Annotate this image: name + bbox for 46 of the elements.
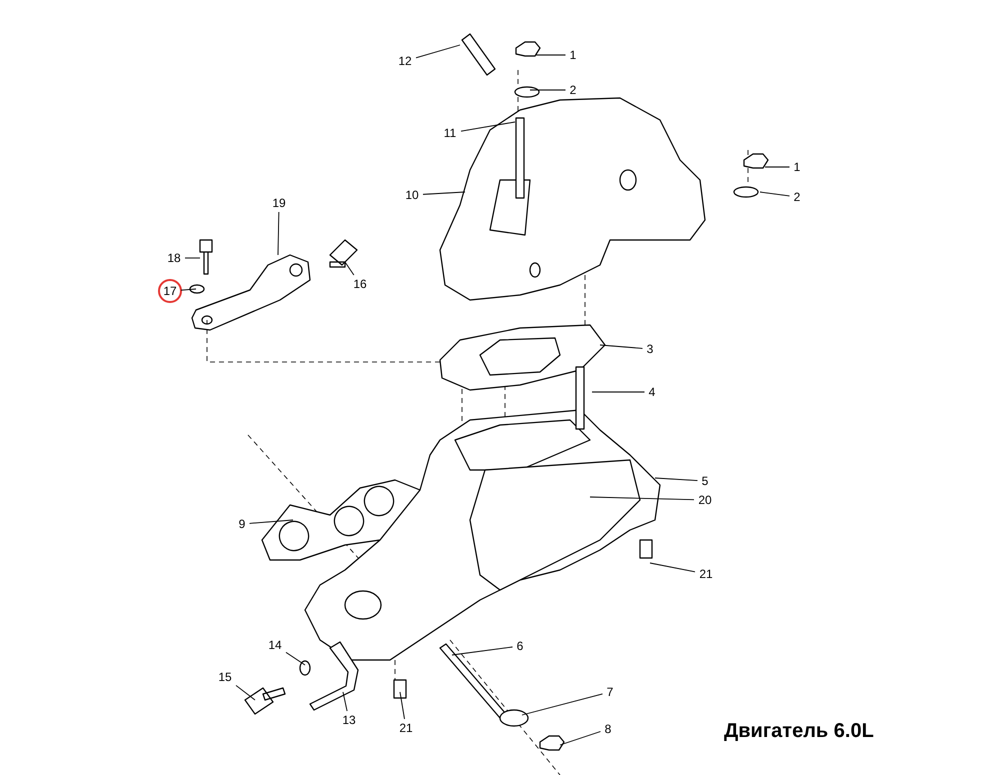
callout-number: 12: [396, 54, 414, 68]
callout-number: 15: [216, 670, 234, 684]
leader-line: [560, 731, 601, 746]
callout-number: 13: [340, 713, 358, 727]
leader-line: [400, 692, 405, 720]
leader-line: [760, 192, 790, 196]
callout-number: 19: [270, 196, 288, 210]
callout-number: 11: [441, 126, 459, 140]
leader-line: [522, 694, 603, 716]
callout-number: 7: [604, 685, 616, 699]
leader-line: [416, 44, 460, 58]
callout-number: 9: [236, 517, 248, 531]
callout-number: 21: [397, 721, 415, 735]
leader-line: [236, 684, 256, 700]
callout-number: 8: [602, 722, 614, 736]
callout-number: 20: [696, 493, 714, 507]
leader-line: [249, 520, 294, 524]
leader-line: [180, 288, 196, 291]
callout-number: 2: [568, 83, 578, 97]
callout-number: 3: [644, 342, 656, 356]
callout-number: 1: [568, 48, 578, 62]
callout-number: 18: [165, 251, 183, 265]
callout-number: 14: [266, 638, 284, 652]
leader-line: [342, 692, 348, 712]
leader-line: [536, 54, 566, 56]
leader-line: [654, 478, 698, 481]
leader-line: [422, 192, 466, 195]
callout-number: 1: [792, 160, 802, 174]
callout-number: 6: [514, 639, 526, 653]
callout-number: 2: [792, 190, 802, 204]
leader-line: [600, 344, 643, 349]
callout-number: 21: [697, 567, 715, 581]
leader-line: [764, 166, 790, 168]
callout-number: 4: [646, 385, 658, 399]
leader-line: [286, 652, 306, 666]
callout-number: 16: [351, 277, 369, 291]
leader-line: [590, 496, 694, 500]
callout-number: 5: [700, 474, 710, 488]
callout-number: 10: [403, 188, 421, 202]
leader-line: [344, 262, 354, 276]
leader-line: [452, 646, 513, 656]
callout-number: 17: [161, 284, 179, 298]
diagram-title: Двигатель 6.0L: [724, 720, 874, 743]
leader-line: [278, 212, 280, 256]
leader-line: [460, 122, 516, 132]
leader-line: [650, 562, 696, 572]
